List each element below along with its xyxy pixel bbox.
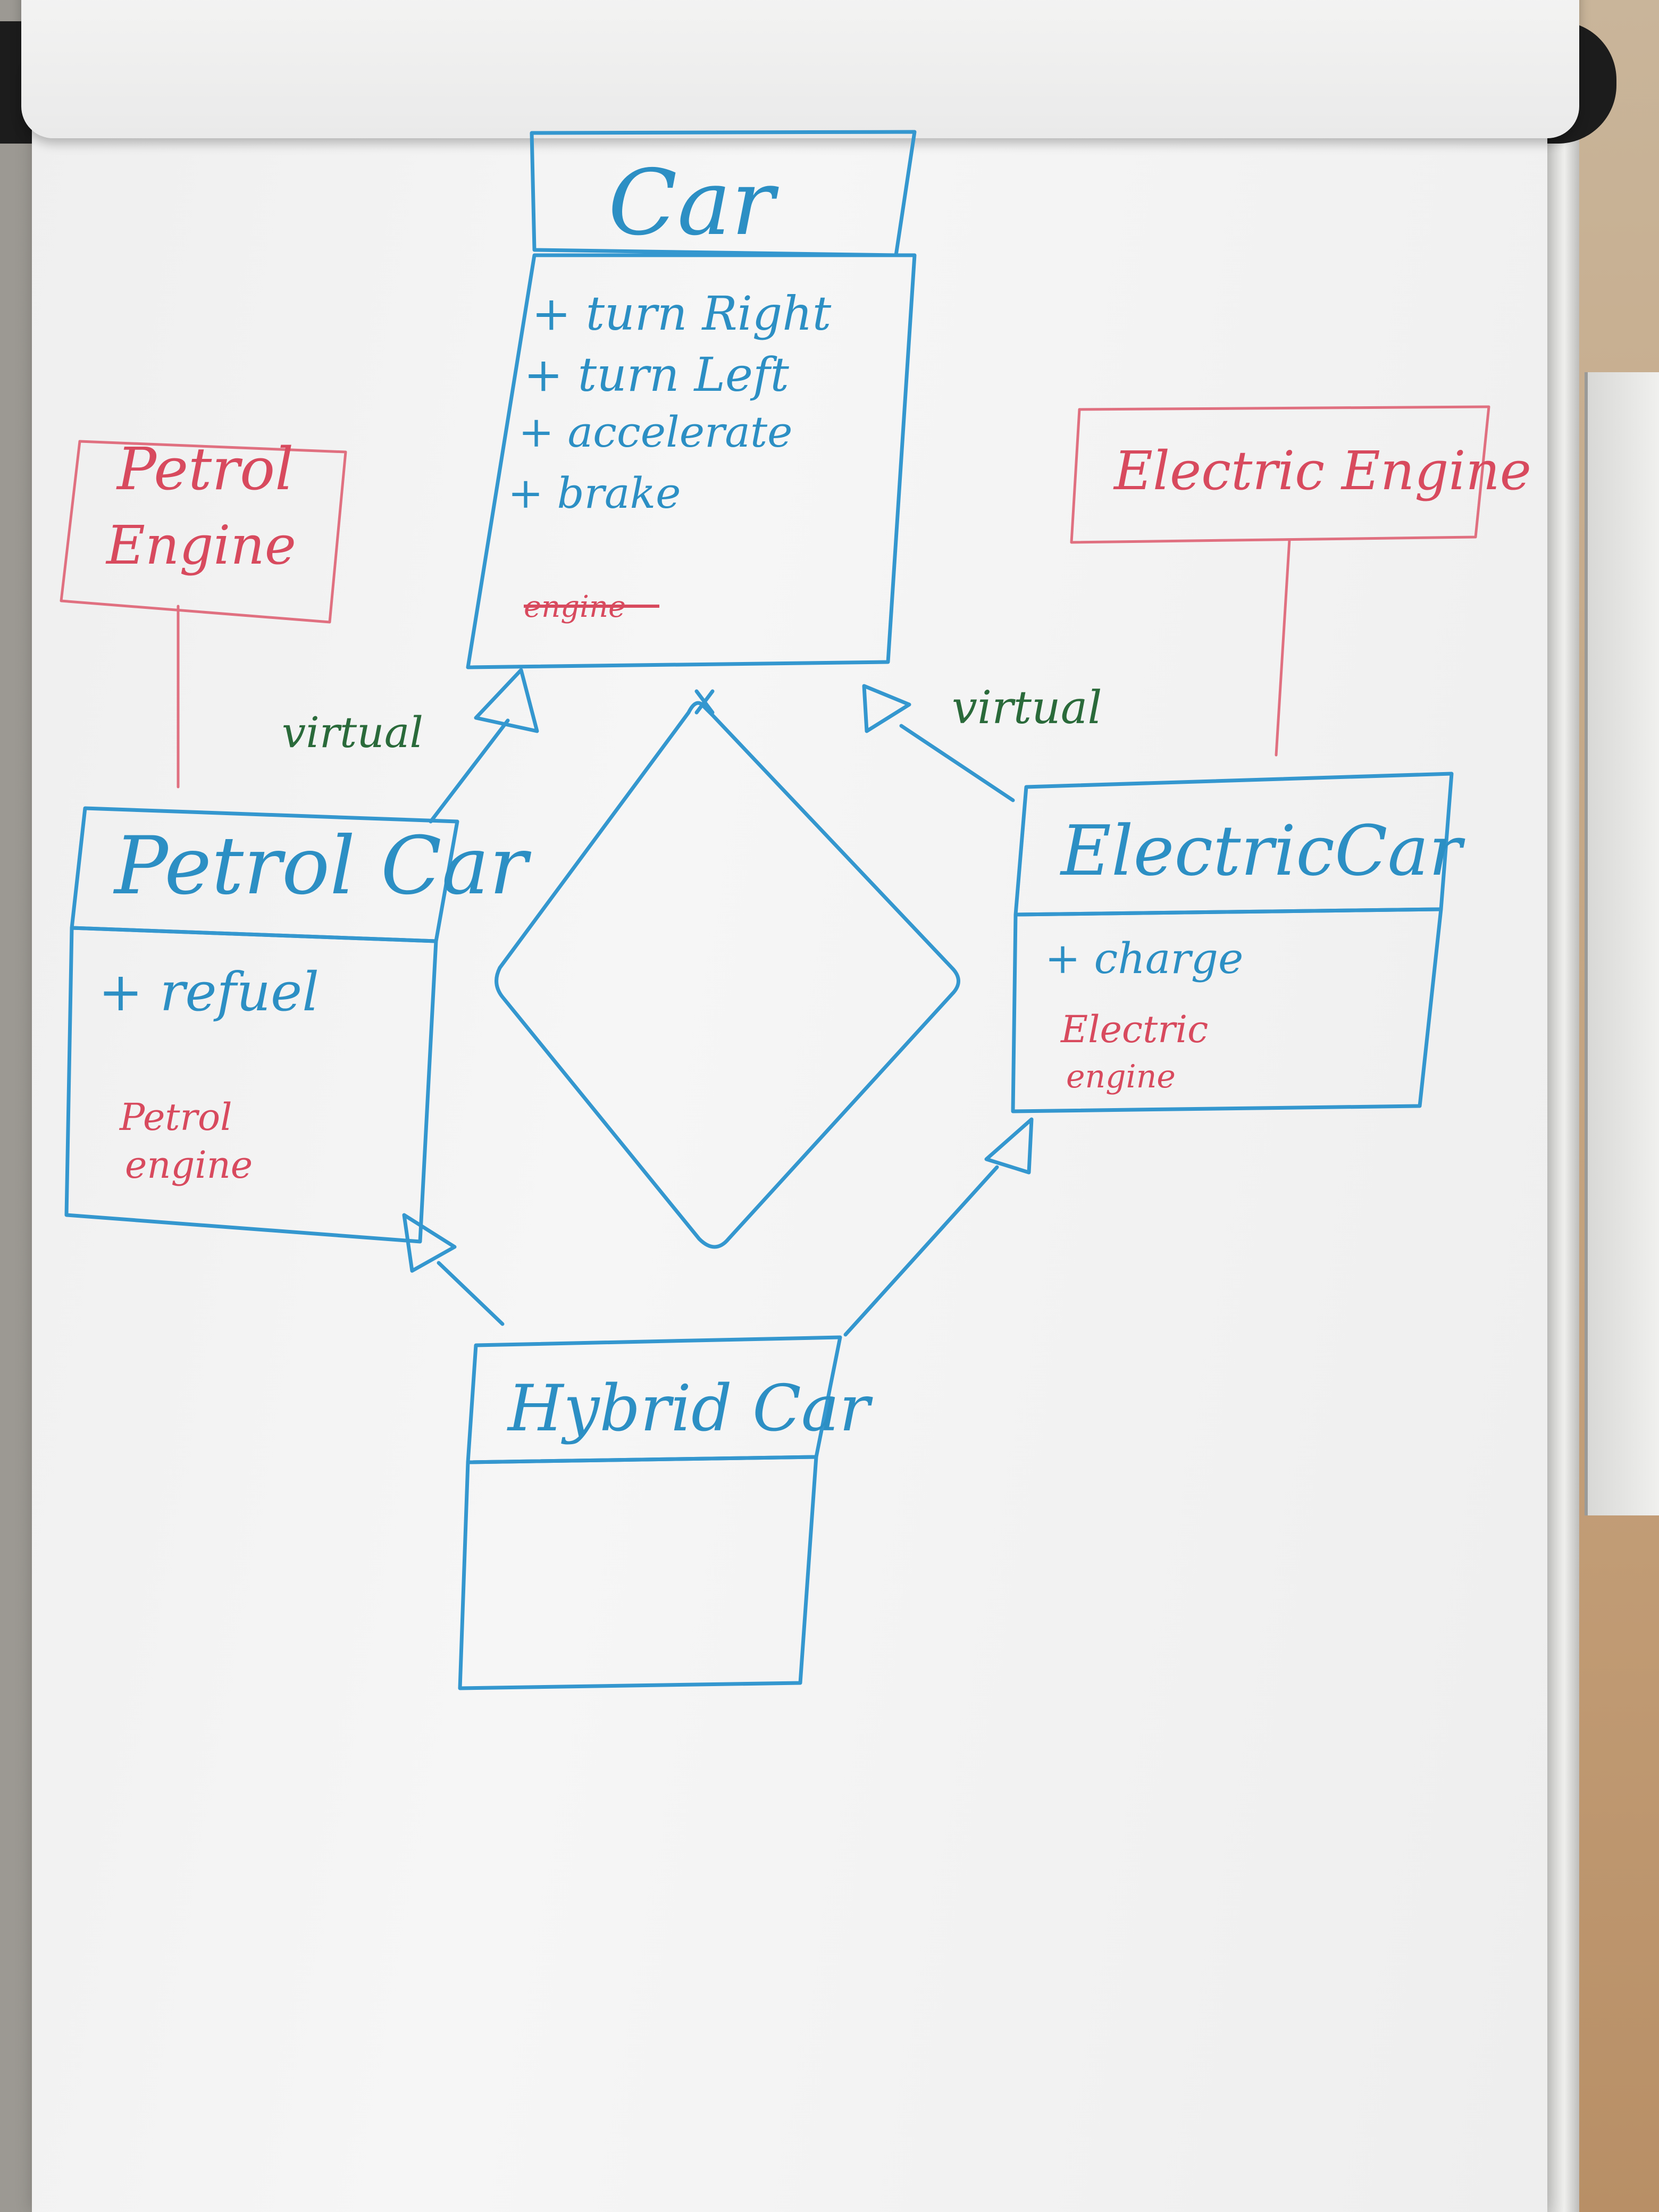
flipped-page-roll	[21, 0, 1579, 138]
electric-car-body-box	[1011, 907, 1443, 1113]
electric-engine-title: Electric Engine	[1113, 440, 1531, 502]
petrol-car-body-box	[64, 926, 438, 1244]
inheritance-petrol-to-car	[429, 668, 539, 824]
car-method-2: + turn Left	[524, 347, 790, 402]
electric-engine-box	[1070, 405, 1490, 544]
electric-car-generalization-arrowhead	[862, 684, 911, 733]
virtual-label-right: virtual	[952, 682, 1102, 734]
car-method-3: + accelerate	[518, 407, 792, 457]
hybrid-electric-generalization-line	[843, 1165, 999, 1337]
petrol-car-generalization-arrowhead	[474, 668, 539, 733]
petrol-engine-line1: Petrol	[116, 435, 294, 503]
petrol-car-field-line2: engine	[125, 1143, 253, 1187]
electric-car-class: ElectricCar + charge Electric engine	[1011, 772, 1465, 1113]
hybrid-car-title: Hybrid Car	[507, 1372, 873, 1446]
inheritance-electric-to-car	[862, 684, 1015, 802]
hybrid-car-body-box	[458, 1455, 818, 1690]
petrol-car-field-line1: Petrol	[119, 1095, 232, 1139]
petrol-engine-box	[60, 440, 347, 624]
hybrid-petrol-generalization-arrowhead	[402, 1213, 457, 1273]
inheritance-hybrid-to-electric	[843, 1117, 1034, 1337]
electric-car-method: + charge	[1045, 934, 1243, 983]
car-body-box	[466, 253, 917, 669]
flipchart-sheet	[32, 69, 1547, 2212]
electric-car-field-line2: engine	[1066, 1058, 1176, 1095]
electric-car-generalization-line	[899, 724, 1015, 802]
petrol-car-method: + refuel	[98, 961, 319, 1023]
diamond-tip-mark	[694, 689, 715, 715]
petrol-car-generalization-line	[429, 718, 510, 824]
car-title: Car	[608, 150, 779, 256]
whiteboard-edge	[1585, 372, 1659, 1515]
petrol-engine-line2: Engine	[105, 514, 296, 576]
electric-engine-association	[1275, 538, 1291, 757]
electric-car-title: ElectricCar	[1060, 810, 1465, 891]
hybrid-car-class: Hybrid Car	[458, 1335, 873, 1690]
electric-engine-class: Electric Engine	[1070, 405, 1531, 757]
petrol-car-class: Petrol Car + refuel Petrol engine	[64, 806, 532, 1244]
electric-car-field-line1: Electric	[1060, 1008, 1208, 1051]
car-method-4: + brake	[508, 468, 681, 518]
car-class: Car + turn Right + turn Left + accelerat…	[466, 130, 917, 669]
petrol-car-title: Petrol Car	[113, 820, 532, 912]
virtual-label-left: virtual	[282, 708, 423, 757]
car-method-1: + turn Right	[532, 286, 832, 341]
inheritance-hybrid-to-petrol	[402, 1213, 505, 1326]
hybrid-electric-generalization-arrowhead	[984, 1117, 1034, 1175]
petrol-engine-class: Petrol Engine	[60, 435, 347, 789]
hybrid-petrol-generalization-line	[437, 1261, 505, 1326]
easel-frame	[1542, 128, 1579, 2212]
diamond-problem-shape	[495, 701, 960, 1249]
